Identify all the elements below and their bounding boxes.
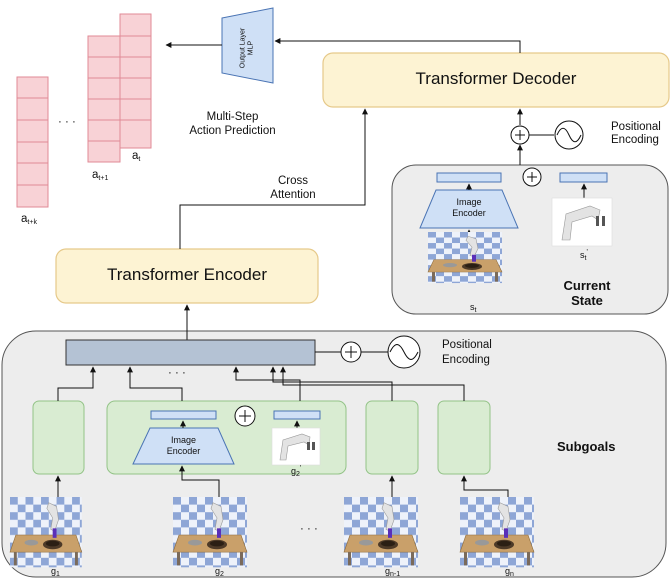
subgoal-image-encoder bbox=[132, 427, 235, 465]
subgoal-label-2: g2 bbox=[215, 566, 224, 578]
subgoal-1-connector bbox=[57, 366, 96, 401]
subgoal-robot-image bbox=[271, 427, 321, 466]
subgoal-box-n-1 bbox=[365, 400, 419, 475]
subgoal-token-bar bbox=[65, 339, 316, 366]
action-stack-t bbox=[119, 13, 152, 149]
action-label-t-plus-1: at+1 bbox=[92, 169, 109, 182]
action-stack-t-plus-k bbox=[16, 76, 49, 208]
current-state-token-image bbox=[436, 172, 502, 183]
current-state-scene-image bbox=[427, 231, 503, 284]
subgoal-label-n-1: gn-1 bbox=[385, 566, 401, 578]
image-ellipsis: · · · bbox=[300, 523, 318, 535]
bottom-positional-encoding-label: Positional Encoding bbox=[442, 339, 492, 366]
decoder-to-mlp-arrow bbox=[274, 38, 521, 53]
subgoal-scene-image-n-1 bbox=[343, 496, 419, 568]
scene-2-to-encoder-arrow bbox=[179, 465, 220, 497]
bottom-plus-sign bbox=[345, 346, 357, 358]
cross-attention-label: Cross Attention bbox=[270, 175, 316, 201]
subgoal-scene-image-n bbox=[459, 496, 535, 568]
action-label-t: at bbox=[132, 150, 141, 163]
subgoal-box-n bbox=[437, 400, 491, 475]
action-caption: Multi-Step Action Prediction bbox=[189, 111, 276, 137]
top-plus-sign bbox=[515, 130, 525, 140]
subgoal-2-connector bbox=[127, 366, 183, 401]
scene-n-to-box-arrow bbox=[461, 475, 509, 497]
subgoal-token-proprio bbox=[273, 410, 321, 420]
current-state-robot-image bbox=[551, 197, 613, 247]
action-ellipsis: · · · bbox=[58, 116, 76, 128]
top-sine-wave-path bbox=[556, 127, 582, 143]
top-positional-encoding-label: Positional Encoding bbox=[611, 121, 661, 146]
subgoal-2b-connector bbox=[233, 366, 301, 401]
subgoal-label-n: gn bbox=[505, 566, 514, 578]
bottom-sine-wave-path bbox=[389, 344, 419, 360]
transformer-decoder-box bbox=[322, 52, 670, 108]
cross-attention-arrow bbox=[179, 108, 368, 249]
subgoals-title: Subgoals bbox=[557, 439, 616, 454]
mlp-label: Output Layer MLP bbox=[239, 27, 255, 69]
current-state-token-proprio bbox=[559, 172, 608, 183]
encoder-title: Transformer Encoder bbox=[107, 265, 267, 284]
decoder-title: Transformer Decoder bbox=[415, 69, 577, 88]
subgoal-scene-image-1 bbox=[9, 496, 83, 568]
subgoal-scene-image-2 bbox=[172, 496, 248, 568]
subgoal-g-prime-label: g2' bbox=[291, 465, 302, 478]
current-state-plus-sign bbox=[527, 172, 537, 182]
action-stack-t-plus-1 bbox=[87, 35, 121, 163]
action-label-t-plus-k: at+k bbox=[21, 213, 37, 226]
token-ellipsis: · · · bbox=[168, 367, 186, 379]
current-state-title: Current State bbox=[563, 278, 611, 308]
current-state-encoder-label: Image Encoder bbox=[452, 197, 486, 218]
subgoal-encoder-label: Image Encoder bbox=[166, 435, 201, 456]
subgoal-n-connector bbox=[280, 366, 465, 401]
current-state-s-label: st bbox=[470, 302, 477, 314]
subgoal-label-1: g1 bbox=[51, 566, 60, 578]
subgoal-n-1-connector bbox=[270, 366, 393, 401]
current-state-s-prime-label: st' bbox=[580, 249, 588, 262]
subgoal-box-1 bbox=[32, 400, 85, 475]
transformer-encoder-box bbox=[55, 248, 319, 304]
subgoal-token-image bbox=[150, 410, 217, 420]
output-mlp-trapezoid bbox=[221, 7, 274, 84]
subgoal-plus-sign bbox=[239, 410, 251, 422]
current-state-image-encoder bbox=[419, 189, 519, 229]
